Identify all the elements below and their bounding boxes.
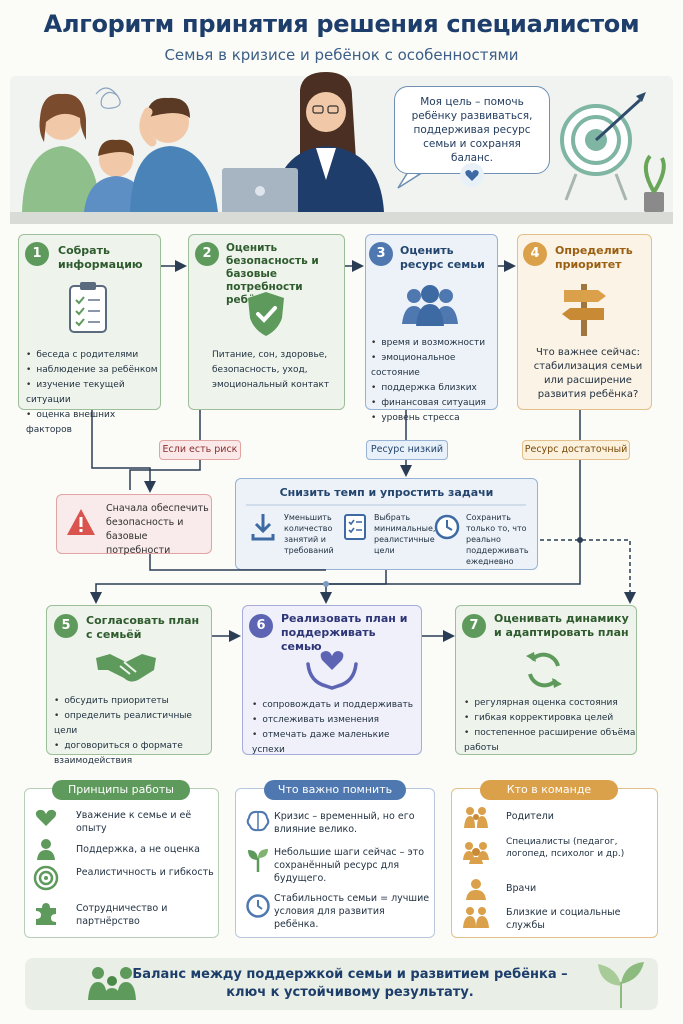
principle-1: Уважение к семье и её опыту	[76, 810, 192, 834]
step-7-title: Оценивать динамику и адаптировать план	[494, 612, 629, 639]
step-1-title: Собрать информацию	[58, 244, 143, 271]
list-item: наблюдение за ребёнком	[26, 363, 161, 378]
step-6-title: Реализовать план и поддерживать семью	[281, 612, 408, 653]
brain-icon	[246, 810, 270, 832]
goal-speech-bubble: Моя цель – помочь ребёнку развиваться, п…	[394, 86, 550, 174]
sprout-icon	[248, 849, 268, 872]
checklist-icon	[344, 514, 366, 540]
puzzle-icon	[36, 903, 56, 925]
social-services-icon	[463, 907, 489, 928]
list-item: изучение текущей ситуации	[26, 378, 161, 408]
list-item: оценка внешних факторов	[26, 408, 161, 438]
family-group-icon	[88, 967, 136, 1000]
download-arrow-icon	[251, 514, 275, 541]
team-title: Кто в команде	[480, 780, 618, 800]
step-3-title: Оценить ресурс семьи	[400, 244, 485, 271]
risk-tag: Если есть риск	[159, 440, 241, 460]
safety-first-text: Сначала обеспечить безопасность и базовы…	[106, 503, 209, 556]
team-panel	[451, 788, 658, 938]
list-item: определить реалистичные цели	[54, 709, 210, 739]
family-icon	[464, 807, 488, 828]
clock-icon	[434, 514, 460, 540]
remember-title: Что важно помнить	[264, 780, 406, 800]
list-item: поддержка близких	[371, 381, 496, 396]
step-2-number: 2	[195, 242, 219, 266]
reduce-item-3: Сохранить только то, что реально поддерж…	[466, 513, 529, 566]
list-item: регулярная оценка состояния	[464, 696, 636, 711]
specialists-icon	[463, 842, 489, 864]
clipboard-icon	[69, 282, 107, 333]
hands-heart-icon	[306, 651, 358, 690]
enough-resource-tag: Ресурс достаточный	[522, 440, 630, 460]
remember-2: Небольшие шаги сейчас – это сохранённый …	[274, 847, 425, 884]
leaf-icon	[598, 962, 644, 1008]
low-resource-tag: Ресурс низкий	[366, 440, 448, 460]
step-6-bullets: сопровождать и поддерживать отслеживать …	[252, 698, 420, 758]
step-5-number: 5	[54, 614, 78, 638]
step-7-bullets: регулярная оценка состояния гибкая корре…	[464, 696, 636, 756]
reduce-pace-title: Снизить темп и упростить задачи	[279, 486, 494, 499]
step-4-text: Что важнее сейчас: стабилизация семьи ил…	[533, 347, 643, 400]
step-3-bullets: время и возможности эмоциональное состоя…	[371, 336, 496, 426]
list-item: договориться о формате взаимодействия	[54, 739, 210, 769]
principles-title: Принципы работы	[52, 780, 190, 800]
step-4-number: 4	[523, 242, 547, 266]
signpost-icon	[562, 284, 606, 336]
team-1: Родители	[506, 811, 554, 822]
desk-surface	[10, 212, 673, 224]
step-5-title: Согласовать план с семьёй	[86, 614, 200, 641]
list-item: отслеживать изменения	[252, 713, 420, 728]
principles-panel	[24, 788, 219, 938]
step-1-number: 1	[25, 242, 49, 266]
remember-panel	[235, 788, 435, 938]
list-item: уровень стресса	[371, 411, 496, 426]
remember-3: Стабильность семьи = лучшие условия для …	[274, 893, 430, 930]
list-item: сопровождать и поддерживать	[252, 698, 420, 713]
step-5-bullets: обсудить приоритеты определить реалистич…	[54, 694, 210, 769]
page-subtitle: Семья в кризисе и ребёнок с особенностям…	[164, 46, 519, 64]
reduce-item-1: Уменьшить количество занятий и требовани…	[284, 513, 334, 555]
refresh-cycle-icon	[526, 652, 562, 688]
step-2-text: Питание, сон, здоровье, безопасность, ух…	[212, 350, 330, 390]
team-4: Близкие и социальные службы	[506, 907, 621, 931]
step-1-bullets: беседа с родителями наблюдение за ребёнк…	[26, 348, 161, 438]
divider	[246, 504, 526, 506]
page-title: Алгоритм принятия решения специалистом	[43, 10, 640, 38]
warning-icon	[67, 509, 95, 535]
step-4-title: Определить приоритет	[555, 244, 633, 271]
remember-1: Кризис – временный, но его влияние велик…	[274, 811, 415, 835]
heart-hand-icon	[35, 809, 57, 826]
team-2: Специалисты (педагог, логопед, психолог …	[506, 837, 625, 859]
doctor-icon	[466, 879, 486, 900]
list-item: отмечать даже маленькие успехи	[252, 728, 420, 758]
clock-icon	[246, 894, 270, 918]
family-illustration	[22, 72, 666, 214]
list-item: обсудить приоритеты	[54, 694, 210, 709]
step-3-number: 3	[369, 242, 393, 266]
list-item: финансовая ситуация	[371, 396, 496, 411]
step-6-number: 6	[249, 614, 273, 638]
people-group-icon	[402, 285, 458, 326]
list-item: эмоциональное состояние	[371, 351, 496, 381]
target-icon	[33, 865, 59, 891]
list-item: время и возможности	[371, 336, 496, 351]
step-7-number: 7	[462, 614, 486, 638]
principle-2: Поддержка, а не оценка	[76, 844, 200, 855]
handshake-icon	[96, 654, 156, 682]
list-item: беседа с родителями	[26, 348, 161, 363]
team-3: Врачи	[506, 883, 537, 894]
principle-3: Реалистичность и гибкость	[76, 867, 214, 878]
footer-text: Баланс между поддержкой семьи и развитие…	[132, 967, 568, 1000]
shield-check-icon	[248, 292, 284, 336]
reduce-item-2: Выбрать минимальные, реалистичные цели	[374, 513, 436, 555]
heart-icon	[460, 163, 484, 187]
list-item: гибкая корректировка целей	[464, 711, 636, 726]
person-icon	[37, 839, 55, 860]
list-item: постепенное расширение объёма работы	[464, 726, 636, 756]
principle-4: Сотрудничество и партнёрство	[76, 903, 168, 927]
